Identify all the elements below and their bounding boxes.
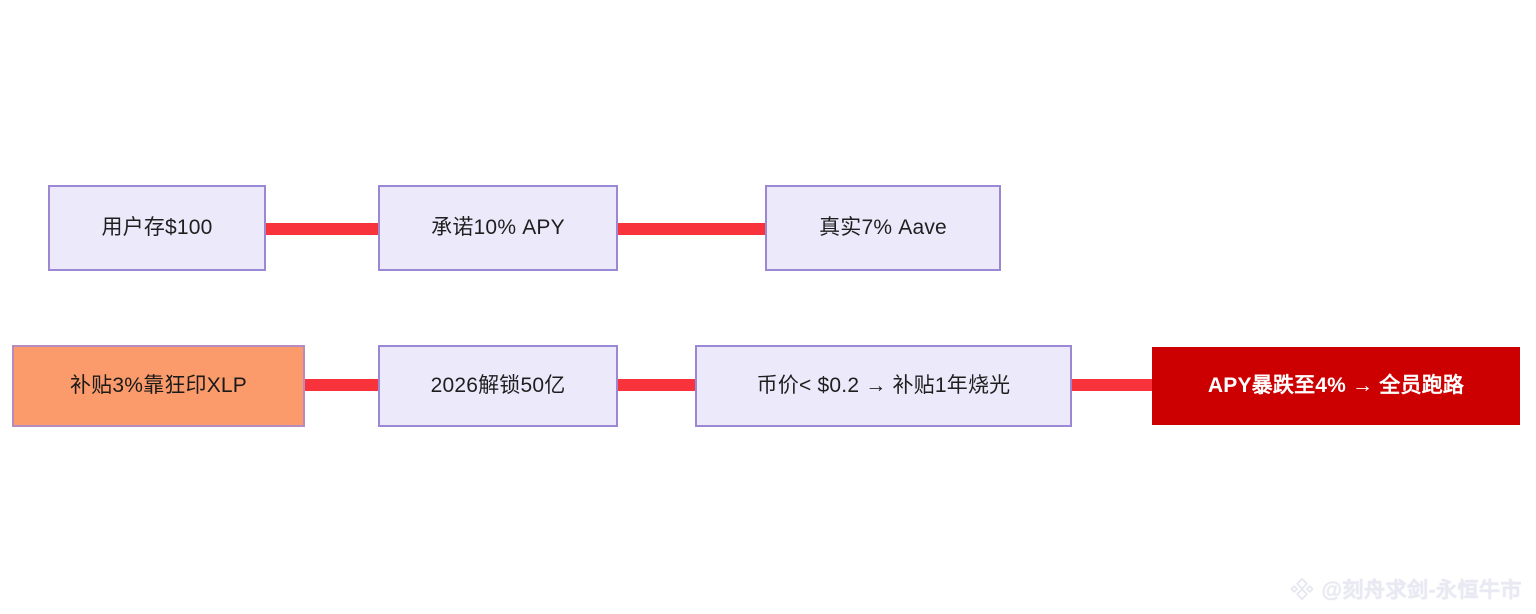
node-unlock-2026[interactable]: 2026解锁50亿 xyxy=(378,345,618,427)
node-user-deposit-label: 用户存$100 xyxy=(101,216,213,240)
node-subsidy-print-label: 补贴3%靠狂印XLP xyxy=(69,374,248,398)
node-subsidy-print[interactable]: 补贴3%靠狂印XLP xyxy=(12,345,305,427)
node-unlock-2026-label: 2026解锁50亿 xyxy=(430,374,566,398)
node-user-deposit[interactable]: 用户存$100 xyxy=(48,185,266,271)
node-price-burn-label: 币价< $0.2 → 补贴1年烧光 xyxy=(756,374,1011,398)
connector-row2-2-3 xyxy=(615,379,700,391)
watermark: @刻舟求剑-永恒牛市 xyxy=(1289,574,1522,604)
connector-row2-3-4 xyxy=(1068,379,1158,391)
node-promised-apy-label: 承诺10% APY xyxy=(431,216,565,240)
node-real-aave-label: 真实7% Aave xyxy=(819,216,947,240)
diamond-logo-icon xyxy=(1290,577,1313,601)
connector-row1-1-2 xyxy=(265,223,380,235)
watermark-handle: @刻舟求剑-永恒牛市 xyxy=(1321,579,1522,602)
connector-row2-1-2 xyxy=(300,379,385,391)
node-real-aave[interactable]: 真实7% Aave xyxy=(765,185,1001,271)
node-apy-crash-label: APY暴跌至4% → 全员跑路 xyxy=(1207,374,1465,398)
connector-row1-2-3 xyxy=(618,223,768,235)
node-price-burn[interactable]: 币价< $0.2 → 补贴1年烧光 xyxy=(695,345,1072,427)
node-apy-crash[interactable]: APY暴跌至4% → 全员跑路 xyxy=(1152,347,1520,425)
node-promised-apy[interactable]: 承诺10% APY xyxy=(378,185,618,271)
